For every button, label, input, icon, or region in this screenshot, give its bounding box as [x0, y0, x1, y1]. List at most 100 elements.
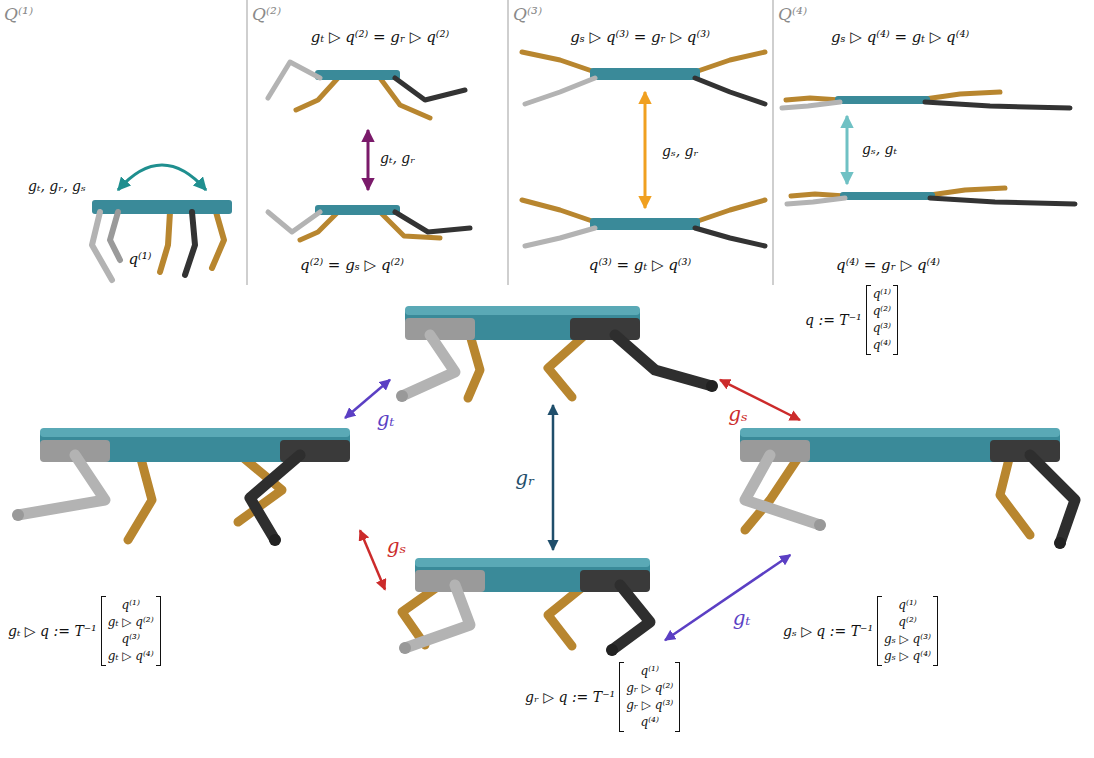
vector-entry: q⁽¹⁾ [873, 286, 891, 303]
equation-lead: gₜ ▷ q := T⁻¹ [8, 623, 97, 639]
robot-pose: gₛ ▷ q := T⁻¹q⁽¹⁾q⁽²⁾gₛ ▷ q⁽³⁾gₛ ▷ q⁽⁴⁾ [720, 420, 1090, 555]
robot-figure [268, 62, 470, 240]
robot-figure [399, 558, 650, 656]
column-vector: q⁽¹⁾q⁽²⁾gₛ ▷ q⁽³⁾gₛ ▷ q⁽⁴⁾ [876, 596, 939, 666]
figure-part [814, 519, 826, 531]
figure-part [40, 428, 350, 437]
vector-entry: gₛ ▷ q⁽⁴⁾ [884, 648, 931, 665]
arrow-label: gₛ, gₜ [862, 141, 897, 157]
vector-entry: q⁽³⁾ [873, 320, 891, 337]
figure-part [644, 92, 647, 208]
robot-figure [740, 428, 1075, 549]
figure-part [185, 212, 195, 275]
figure-part [606, 644, 618, 656]
figure-part [92, 200, 232, 214]
vector-entry: gᵣ ▷ q⁽²⁾ [626, 680, 673, 697]
panel-region: Q⁽²⁾gₜ ▷ q⁽²⁾ = gᵣ ▷ q⁽²⁾q⁽²⁾ = gₛ ▷ q⁽²… [249, 0, 507, 285]
figure-part [615, 335, 712, 386]
vector-entry: q⁽¹⁾ [898, 597, 916, 614]
figure-part [415, 570, 485, 592]
figure-part [525, 78, 595, 104]
figure-part [522, 200, 595, 222]
vector-entry: q⁽³⁾ [121, 631, 139, 648]
robot-pose: q := T⁻¹q⁽¹⁾q⁽²⁾q⁽³⁾q⁽⁴⁾ [390, 300, 720, 405]
vector-entry: q⁽²⁾ [898, 614, 916, 631]
figure-part [695, 52, 765, 72]
figure-part [128, 455, 152, 540]
edge-label: gᵣ [513, 467, 537, 489]
figure-part [315, 70, 400, 80]
panel-region: Q⁽¹⁾ q⁽¹⁾ [0, 0, 247, 285]
panel-region: Q⁽³⁾ gₛ ▷ q⁽³⁾ = gᵣ ▷ q⁽³⁾ q⁽³⁾ = gₜ ▷ q⁽³… [510, 0, 772, 285]
figure-part [791, 194, 845, 196]
figure-part [296, 78, 338, 110]
figure-part [925, 102, 1070, 108]
figure-part [787, 198, 845, 204]
vector-entry: gₜ ▷ q⁽⁴⁾ [108, 648, 154, 665]
figure-part [925, 92, 1000, 99]
figure-part [525, 228, 595, 246]
vector-entry: gₜ ▷ q⁽²⁾ [108, 614, 154, 631]
equation-lead: gᵣ ▷ q := T⁻¹ [525, 689, 615, 705]
figure-part [782, 102, 840, 108]
transform-arrow [360, 530, 385, 589]
figure-part [405, 306, 640, 315]
robot-figure [12, 428, 350, 546]
arrow-label: gₛ, gᵣ [662, 143, 698, 159]
figure-part [367, 130, 370, 190]
figure-part [18, 455, 105, 515]
figure-part [706, 380, 718, 392]
figure-part [840, 192, 935, 200]
equation-lead: gₛ ▷ q := T⁻¹ [783, 623, 873, 639]
panel-heading: Q⁽¹⁾ [4, 4, 33, 24]
bracket [893, 285, 898, 355]
vector-entry: gᵣ ▷ q⁽³⁾ [626, 697, 673, 714]
column-vector: q⁽¹⁾gₜ ▷ q⁽²⁾q⁽³⁾gₜ ▷ q⁽⁴⁾ [100, 596, 162, 666]
figure-part [118, 165, 206, 190]
figure-part [507, 0, 509, 285]
matrix-equation: gₜ ▷ q := T⁻¹q⁽¹⁾gₜ ▷ q⁽²⁾q⁽³⁾gₜ ▷ q⁽⁴⁾ [8, 596, 162, 666]
figure-part [160, 212, 170, 272]
equation: gₛ ▷ q⁽³⁾ = gᵣ ▷ q⁽³⁾ [570, 28, 710, 46]
figure-part [740, 428, 1060, 437]
figure-part [745, 455, 820, 525]
equation: q⁽²⁾ = gₛ ▷ q⁽²⁾ [300, 256, 404, 274]
figure-part [246, 0, 248, 285]
robot-figure [782, 92, 1075, 204]
bracket [866, 285, 871, 355]
figure-part [468, 335, 480, 398]
vector-entry: gₛ ▷ q⁽³⁾ [884, 631, 931, 648]
panel-heading: Q⁽³⁾ [513, 4, 542, 24]
edge-label: gₜ [731, 607, 753, 629]
matrix-equation: gₛ ▷ q := T⁻¹q⁽¹⁾q⁽²⁾gₛ ▷ q⁽³⁾gₛ ▷ q⁽⁴⁾ [783, 596, 939, 666]
robot-pose: gᵣ ▷ q := T⁻¹q⁽¹⁾gᵣ ▷ q⁽²⁾gᵣ ▷ q⁽³⁾q⁽⁴⁾ [385, 550, 665, 660]
figure-part [740, 428, 1060, 462]
figure-part [212, 212, 224, 268]
figure-part [12, 509, 24, 521]
vector-entry: q⁽⁴⁾ [873, 337, 891, 354]
edge-label: gₜ [375, 408, 397, 430]
robot-figure [92, 165, 232, 280]
figure-part [396, 390, 408, 402]
vector-entry: q⁽¹⁾ [640, 663, 658, 680]
panel-heading: Q⁽⁴⁾ [778, 4, 807, 24]
column-vector: q⁽¹⁾gᵣ ▷ q⁽²⁾gᵣ ▷ q⁽³⁾q⁽⁴⁾ [618, 662, 681, 732]
figure-part [930, 198, 1075, 204]
figure-part [590, 68, 700, 80]
figure-part [548, 585, 585, 646]
figure-part [402, 335, 455, 396]
figure-part [1030, 455, 1075, 543]
figure-part [548, 335, 585, 397]
equation: q⁽⁴⁾ = gᵣ ▷ q⁽⁴⁾ [836, 256, 940, 274]
figure-part [110, 212, 120, 260]
equation: q⁽¹⁾ [129, 250, 152, 268]
matrix-equation: gᵣ ▷ q := T⁻¹q⁽¹⁾gᵣ ▷ q⁽²⁾gᵣ ▷ q⁽³⁾q⁽⁴⁾ [525, 662, 681, 732]
figure-part [695, 200, 765, 222]
equation: q⁽³⁾ = gₜ ▷ q⁽³⁾ [589, 256, 691, 274]
figure-part [786, 98, 840, 100]
figure-part [1000, 455, 1030, 535]
equation-lead: q := T⁻¹ [805, 312, 862, 328]
figure-part [570, 318, 640, 340]
robot-figure [522, 52, 765, 246]
bracket [156, 596, 161, 666]
